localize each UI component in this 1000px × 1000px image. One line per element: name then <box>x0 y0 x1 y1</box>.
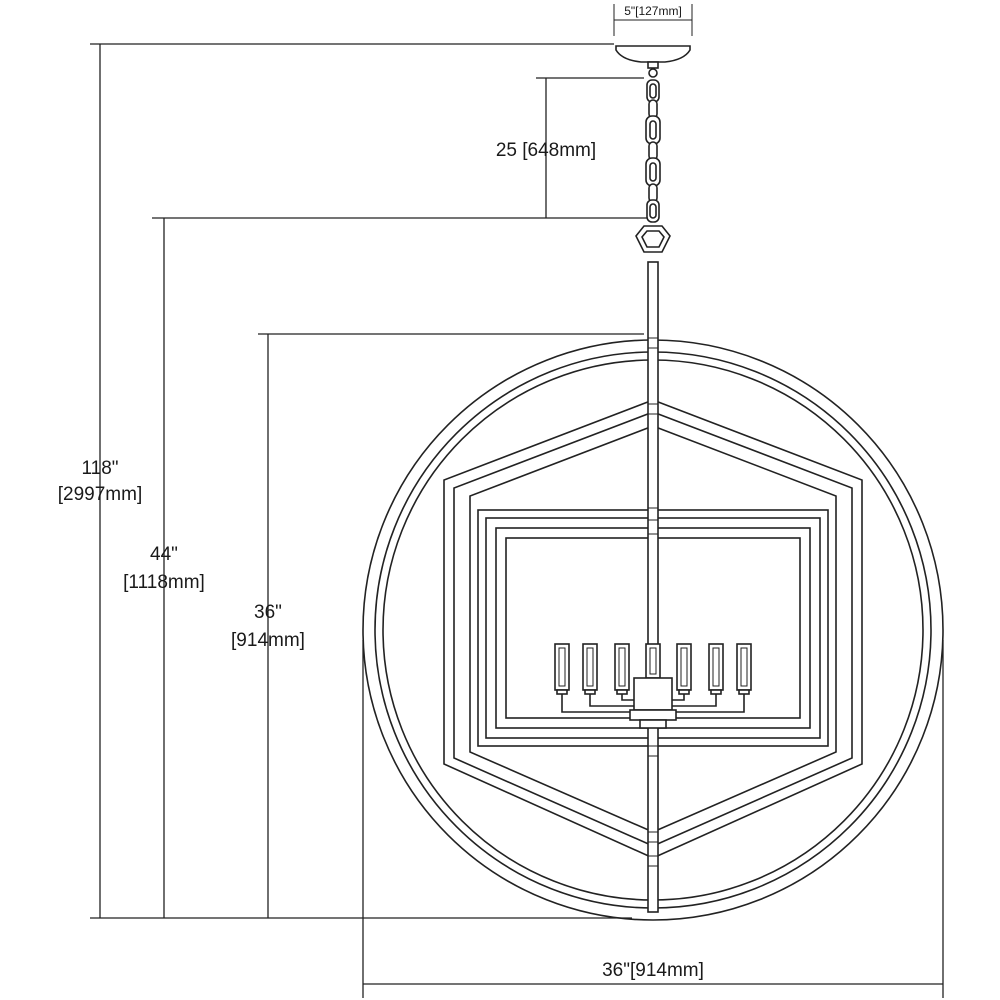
candle <box>645 643 661 679</box>
candle <box>554 643 570 695</box>
overall-max-height-label: 118" <box>81 458 118 479</box>
canopy <box>615 45 691 78</box>
overall-min-height-metric-label: [1118mm] <box>123 572 205 593</box>
chain <box>635 79 671 253</box>
body-height-label: 36" <box>254 602 282 623</box>
body-width-label: 36"[914mm] <box>602 960 704 981</box>
canopy-width-label: 5"[127mm] <box>624 4 682 18</box>
candle <box>708 643 724 695</box>
candle <box>582 643 598 695</box>
candle <box>676 643 692 695</box>
body-height-metric-label: [914mm] <box>231 630 305 651</box>
candle <box>736 643 752 695</box>
chain-length-label: 25 [648mm] <box>496 140 596 161</box>
overall-min-height-label: 44" <box>150 544 178 565</box>
candle-cluster <box>554 643 752 729</box>
dimension-lines <box>90 4 944 998</box>
overall-max-height-metric-label: [2997mm] <box>58 484 142 505</box>
candle <box>614 643 630 695</box>
fixture-body <box>362 261 944 921</box>
